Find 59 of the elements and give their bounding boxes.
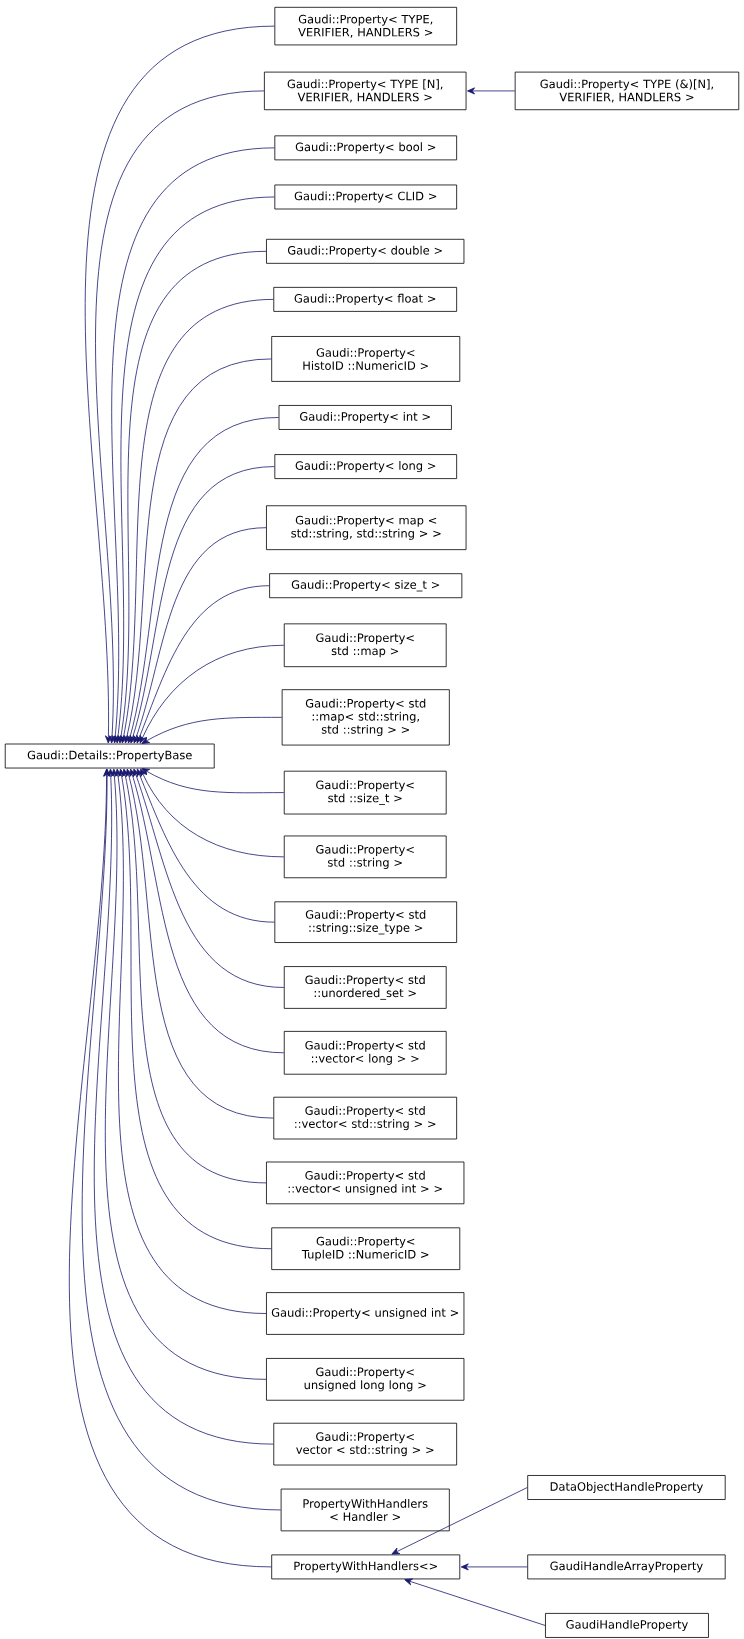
inheritance-arrow (105, 768, 267, 1380)
inheritance-arrow (129, 466, 275, 744)
class-box: Gaudi::Property< TupleID ::NumericID > (271, 1227, 461, 1270)
class-box: Gaudi::Property< std ::string > (283, 835, 447, 879)
class-box: Gaudi::Property< std ::unordered_set > (283, 966, 447, 1009)
class-box: Gaudi::Details::PropertyBase (4, 743, 215, 769)
inheritance-arrow (133, 527, 267, 744)
inheritance-arrow (126, 417, 279, 744)
class-box: PropertyWithHandlers<> (271, 1554, 461, 1580)
inheritance-arrow (460, 1563, 528, 1571)
inheritance-arrow (404, 1578, 546, 1626)
inheritance-arrow (141, 768, 285, 794)
class-box: Gaudi::Property< float > (273, 286, 458, 312)
class-box: Gaudi::Property< CLID > (274, 184, 458, 210)
inheritance-arrow (114, 768, 267, 1314)
inheritance-arrow (122, 768, 267, 1184)
class-box: Gaudi::Property< map < std::string, std::string > > (266, 505, 467, 551)
inheritance-arrow (117, 250, 267, 744)
class-box: Gaudi::Property< unsigned long long > (266, 1358, 465, 1401)
class-box: Gaudi::Property< std ::map< std::string, std ::string > > (281, 689, 450, 746)
class-box: Gaudi::Property< unsigned int > (266, 1292, 465, 1335)
class-box: Gaudi::Property< std ::map > (283, 623, 447, 668)
class-box: DataObjectHandleProperty (527, 1475, 726, 1500)
inheritance-arrow (118, 768, 272, 1250)
class-box: Gaudi::Property< std ::vector< unsigned int > > (266, 1161, 465, 1205)
class-box: Gaudi::Property< std ::string::size_type > (274, 901, 458, 943)
class-box: Gaudi::Property< vector < std::string > > (273, 1422, 458, 1466)
inheritance-arrow (467, 87, 516, 95)
inheritance-arrow (140, 768, 285, 858)
class-box: GaudiHandleProperty (545, 1613, 709, 1638)
class-box: GaudiHandleArrayProperty (527, 1554, 726, 1580)
inheritance-arrow (133, 768, 285, 988)
class-box: Gaudi::Property< TYPE, VERIFIER, HANDLERS > (274, 6, 458, 46)
inheritance-arrow (68, 768, 272, 1568)
class-box: Gaudi::Property< bool > (274, 135, 458, 161)
inheritance-arrow (120, 299, 274, 744)
inheritance-arrow (123, 358, 272, 744)
class-box: Gaudi::Property< std ::vector< long > > (283, 1031, 447, 1075)
class-box: Gaudi::Property< long > (274, 454, 458, 479)
inheritance-arrow (125, 768, 274, 1119)
class-box: Gaudi::Property< double > (266, 238, 465, 264)
inheritance-arrow (391, 1487, 528, 1555)
inheritance-arrow (141, 716, 283, 744)
class-box: Gaudi::Property< size_t > (269, 573, 463, 599)
inheritance-arrow (82, 768, 282, 1511)
inheritance-arrow (85, 25, 275, 744)
class-box: Gaudi::Property< std ::size_t > (283, 770, 447, 815)
inheritance-arrow (129, 768, 285, 1054)
class-box: Gaudi::Property< int > (278, 405, 452, 430)
class-box: Gaudi::Property< TYPE [N], VERIFIER, HANDLERS > (264, 71, 467, 111)
inheritance-arrow (136, 585, 270, 744)
class-box: Gaudi::Property< std ::vector< std::string > > (273, 1096, 458, 1140)
class-box: Gaudi::Property< TYPE (&)[N], VERIFIER, HANDLERS > (514, 71, 740, 111)
inheritance-arrow (95, 90, 265, 744)
inheritance-arrow (139, 644, 285, 744)
class-box: PropertyWithHandlers < Handler > (280, 1488, 450, 1532)
inheritance-arrow (136, 768, 275, 923)
inheritance-arrow (94, 768, 274, 1445)
class-box: Gaudi::Property< HistoID ::NumericID > (271, 336, 461, 382)
